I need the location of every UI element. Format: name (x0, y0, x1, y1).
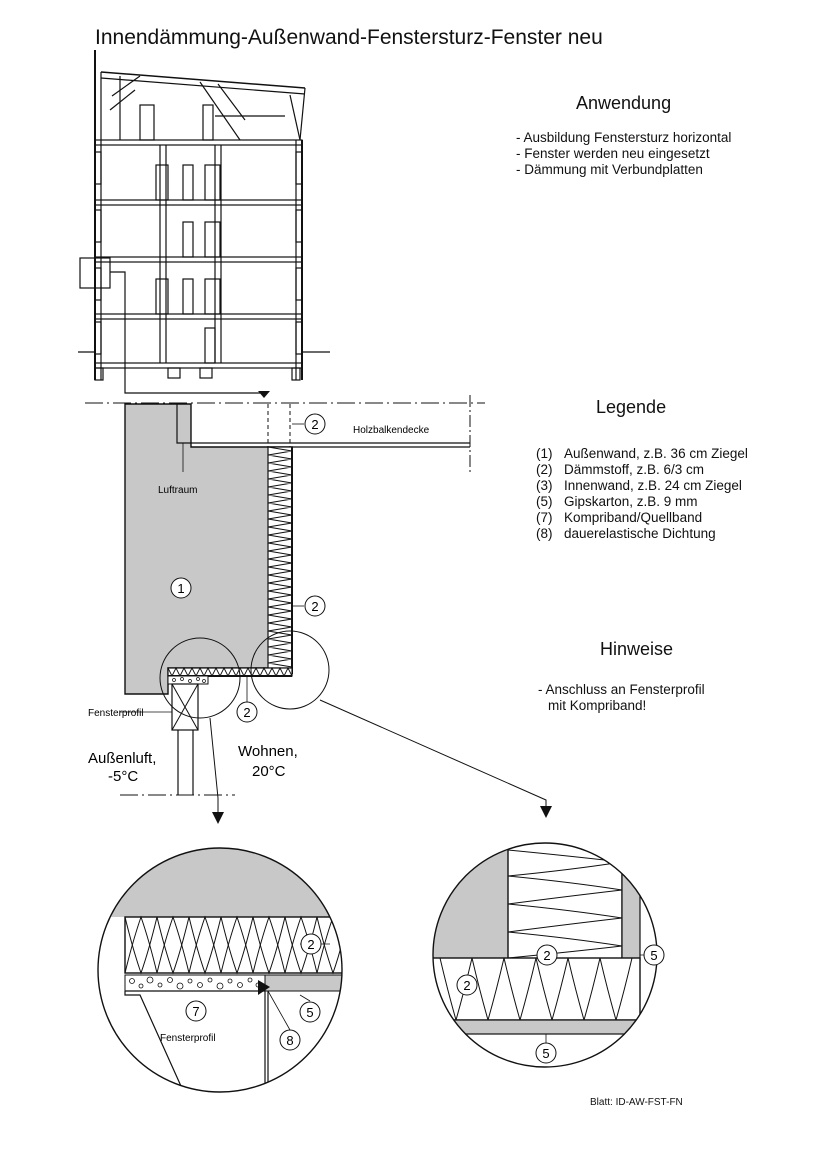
anwendung-item: - Dämmung mit Verbundplatten (516, 162, 703, 177)
anwendung-list: - Ausbildung Fenstersturz horizontal - F… (516, 130, 731, 178)
legende-num: (5) (536, 494, 553, 509)
label-holzbalkendecke: Holzbalkendecke (353, 425, 430, 436)
marker-7: 7 (185, 1000, 207, 1022)
legende-text: Gipskarton, z.B. 9 mm (564, 494, 698, 509)
svg-text:7: 7 (192, 1004, 199, 1019)
svg-text:2: 2 (543, 948, 550, 963)
arrow-down-icon (540, 806, 552, 818)
marker-2: 2 (536, 944, 558, 966)
marker-8: 8 (279, 1029, 301, 1051)
legende-item: (8) dauerelastische Dichtung (536, 526, 748, 542)
svg-text:2: 2 (311, 599, 318, 614)
marker-2: 2 (300, 933, 322, 955)
anwendung-item: - Fenster werden neu eingesetzt (516, 146, 710, 161)
legende-num: (1) (536, 446, 553, 461)
legende-text: Dämmstoff, z.B. 6/3 cm (564, 462, 705, 477)
marker-5: 5 (643, 944, 665, 966)
anwendung-heading: Anwendung (576, 93, 672, 113)
arrow-down-icon (212, 812, 224, 824)
svg-text:2: 2 (463, 978, 470, 993)
label-fensterprofil: Fensterprofil (88, 708, 144, 719)
detail-circle-left (97, 847, 343, 1093)
marker-2: 2 (304, 413, 326, 435)
hinweise-heading: Hinweise (600, 639, 674, 659)
hinweise-line: mit Kompriband! (548, 698, 647, 713)
label-wohnen-temp: 20°C (252, 763, 286, 780)
marker-2: 2 (456, 974, 478, 996)
svg-text:8: 8 (286, 1033, 293, 1048)
building-section (78, 50, 330, 394)
legende-item: (1) Außenwand, z.B. 36 cm Ziegel (536, 446, 748, 462)
svg-text:5: 5 (306, 1005, 313, 1020)
hinweise-line: - Anschluss an Fensterprofil (538, 682, 705, 697)
legende-num: (7) (536, 510, 553, 525)
label-fensterprofil-detail: Fensterprofil (160, 1033, 216, 1044)
legende-item: (2) Dämmstoff, z.B. 6/3 cm (536, 462, 748, 478)
legende-item: (3) Innenwand, z.B. 24 cm Ziegel (536, 478, 748, 494)
legende-list: (1) Außenwand, z.B. 36 cm Ziegel (2) Dämms… (536, 446, 748, 542)
page-title: Innendämmung-Außenwand-Fenstersturz-Fens… (95, 26, 603, 49)
marker-5: 5 (535, 1042, 557, 1064)
marker-5: 5 (299, 1001, 321, 1023)
arrow-down-icon (258, 391, 270, 398)
svg-text:5: 5 (542, 1046, 549, 1061)
legende-text: Innenwand, z.B. 24 cm Ziegel (564, 478, 742, 493)
hinweise-list: - Anschluss an Fensterprofil mit Komprib… (538, 682, 705, 714)
detail-corner (433, 843, 645, 1044)
marker-1: 1 (170, 577, 192, 599)
legende-num: (8) (536, 526, 553, 541)
label-aussenluft: Außenluft, (88, 750, 156, 767)
svg-text:2: 2 (311, 417, 318, 432)
legende-item: (7) Kompriband/Quellband (536, 510, 748, 526)
svg-text:2: 2 (307, 937, 314, 952)
section-detail (85, 395, 552, 824)
marker-2: 2 (304, 595, 326, 617)
legende-num: (2) (536, 462, 553, 477)
legende-num: (3) (536, 478, 553, 493)
legende-text: dauerelastische Dichtung (564, 526, 716, 541)
legende-text: Außenwand, z.B. 36 cm Ziegel (564, 446, 748, 461)
label-wohnen: Wohnen, (238, 743, 298, 760)
svg-text:1: 1 (177, 581, 184, 596)
detail-lintel (98, 848, 342, 1092)
sheet-id: Blatt: ID-AW-FST-FN (590, 1097, 683, 1108)
legende-item: (5) Gipskarton, z.B. 9 mm (536, 494, 748, 510)
svg-text:5: 5 (650, 948, 657, 963)
legende-heading: Legende (596, 397, 667, 417)
legende-text: Kompriband/Quellband (564, 510, 703, 525)
svg-text:2: 2 (243, 705, 250, 720)
label-aussenluft-temp: -5°C (108, 768, 138, 785)
marker-2: 2 (236, 701, 258, 723)
anwendung-item: - Ausbildung Fenstersturz horizontal (516, 130, 732, 145)
label-luftraum: Luftraum (158, 485, 197, 496)
